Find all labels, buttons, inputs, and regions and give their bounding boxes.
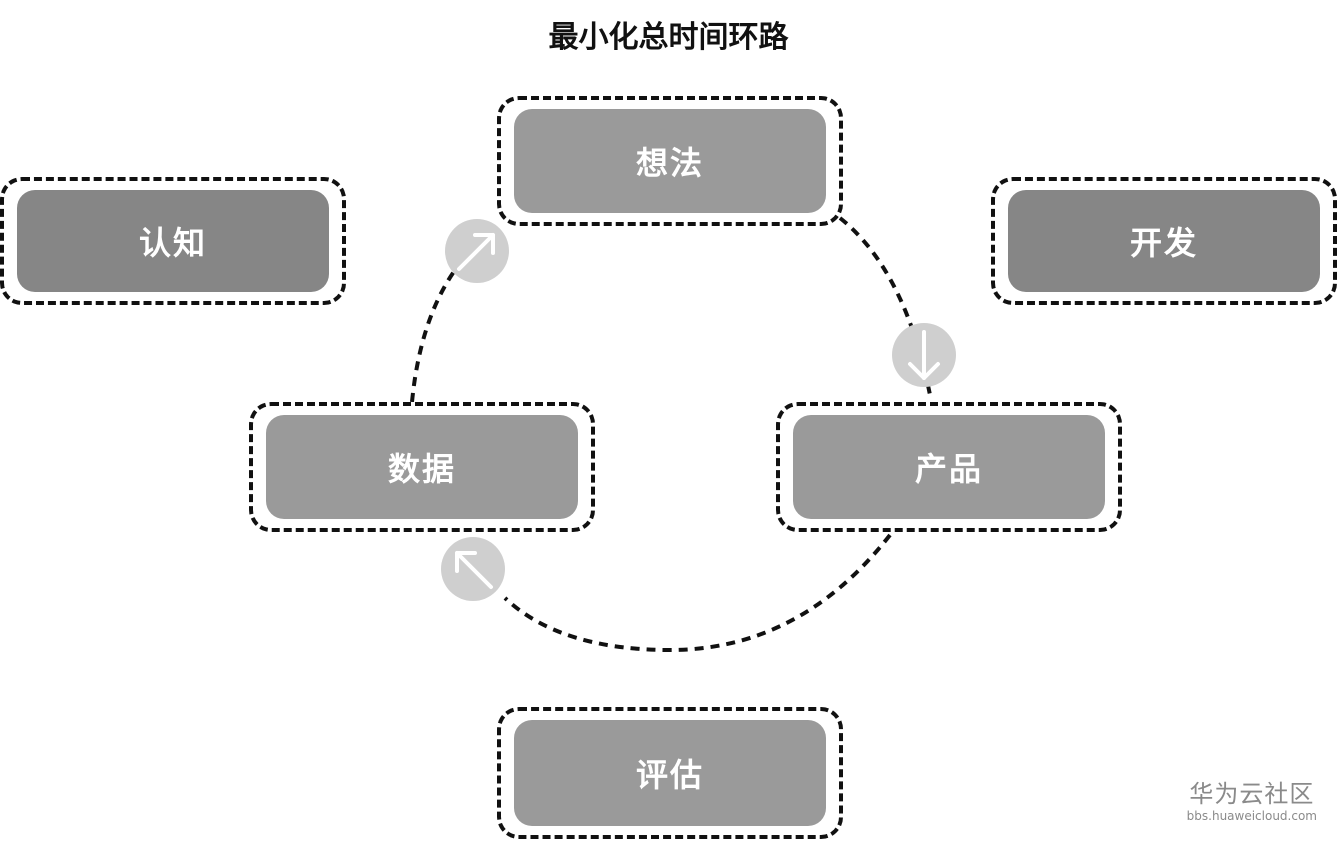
node-idea-label: 想法 xyxy=(514,109,826,213)
node-cognition: 认知 xyxy=(0,177,346,305)
node-development: 开发 xyxy=(991,177,1337,305)
node-product: 产品 xyxy=(776,402,1122,532)
arrow-up-left-icon xyxy=(440,536,506,602)
arrow-down-icon xyxy=(891,322,957,388)
arrow-up-right-icon xyxy=(444,218,510,284)
node-development-label: 开发 xyxy=(1008,190,1320,292)
watermark-url: bbs.huaweicloud.com xyxy=(1186,809,1317,823)
connector-data-to-idea xyxy=(410,268,457,403)
watermark-name: 华为云社区 xyxy=(1189,780,1315,808)
node-evaluation: 评估 xyxy=(497,707,843,839)
node-product-label: 产品 xyxy=(793,415,1105,519)
node-data-label: 数据 xyxy=(266,415,578,519)
connector-product-to-data xyxy=(503,533,892,653)
watermark: 华为云社区 bbs.huaweicloud.com xyxy=(1187,780,1317,824)
node-cognition-label: 认知 xyxy=(17,190,329,292)
node-idea: 想法 xyxy=(497,96,843,226)
node-data: 数据 xyxy=(249,402,595,532)
diagram-title: 最小化总时间环路 xyxy=(548,20,789,55)
connector-idea-to-product xyxy=(838,216,932,396)
node-evaluation-label: 评估 xyxy=(514,720,826,826)
